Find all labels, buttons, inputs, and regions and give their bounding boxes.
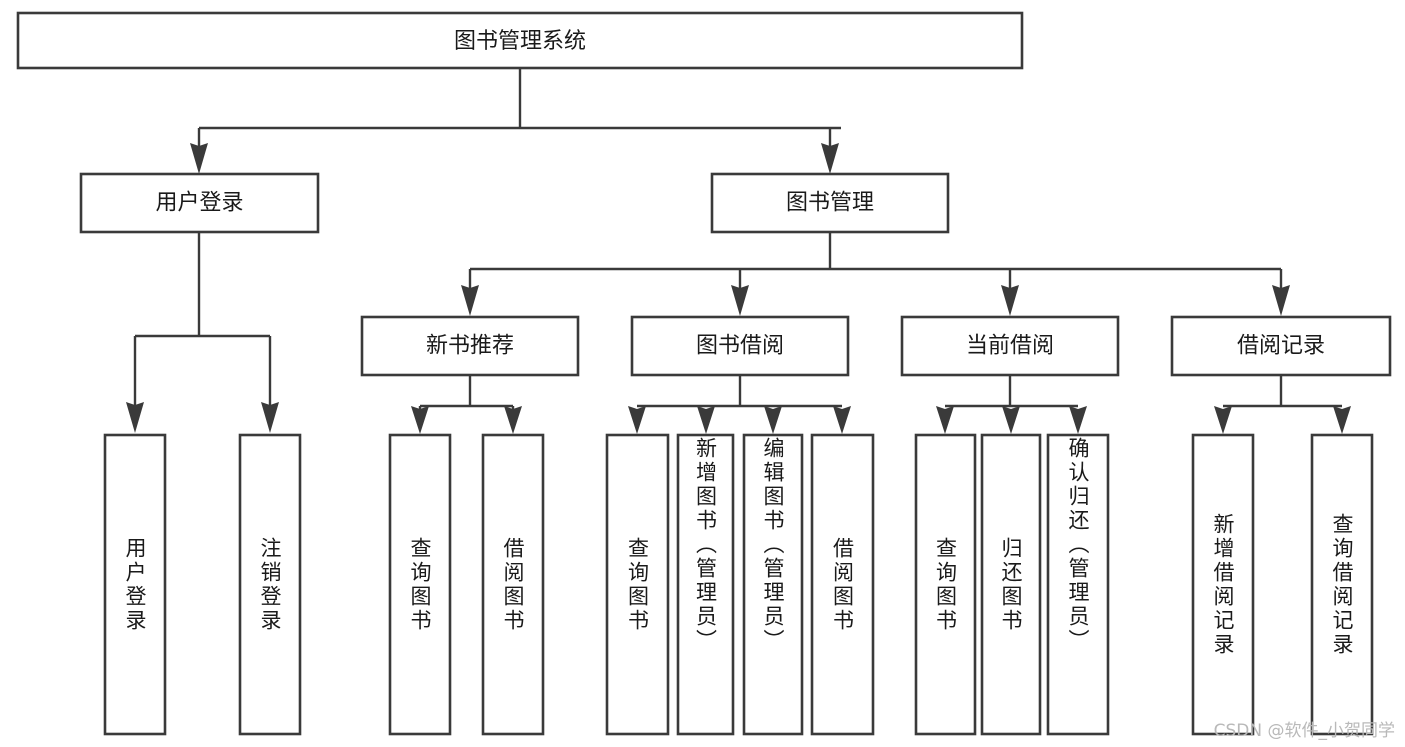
arrowhead-leaf-return-book <box>1002 406 1020 434</box>
node-leaf-user-logout-box[interactable] <box>238 433 302 736</box>
node-leaf-borrow-book-1-box[interactable] <box>481 433 545 736</box>
node-book-manage-label: 图书管理 <box>786 191 874 216</box>
node-leaf-query-record[interactable]: 查询借阅记录 <box>1310 433 1374 736</box>
arrowhead-leaf-add-book <box>697 406 715 434</box>
node-leaf-borrow-book-2-label: 借阅图书 <box>830 536 855 633</box>
node-current-borrow-box[interactable] <box>900 315 1120 377</box>
node-borrow-record[interactable]: 借阅记录 <box>1170 315 1392 377</box>
node-leaf-query-book-1-label: 查询图书 <box>408 536 432 633</box>
node-leaf-return-book[interactable]: 归还图书 <box>980 433 1042 736</box>
node-leaf-confirm-return-label: 确认归还（管理员） <box>1066 437 1090 653</box>
node-current-borrow-label: 当前借阅 <box>966 334 1054 359</box>
node-root[interactable]: 图书管理系统 <box>16 11 1024 70</box>
node-user-login[interactable]: 用户登录 <box>79 172 320 234</box>
node-book-manage-box[interactable] <box>710 172 950 234</box>
node-leaf-borrow-book-1-label: 借阅图书 <box>501 536 525 633</box>
edge-book-manage-to-level3 <box>461 232 1290 316</box>
node-new-book-rec[interactable]: 新书推荐 <box>360 315 580 377</box>
node-new-book-rec-label: 新书推荐 <box>426 334 514 359</box>
node-leaf-edit-book-label: 编辑图书（管理员） <box>761 437 785 653</box>
arrowhead-leaf-query-book-3 <box>936 406 954 434</box>
node-root-box[interactable] <box>16 11 1024 70</box>
edge-root-to-level2 <box>190 68 841 174</box>
node-leaf-borrow-book-1[interactable]: 借阅图书 <box>481 433 545 736</box>
arrowhead-new-book-rec <box>461 285 479 316</box>
node-leaf-query-book-2-box[interactable] <box>605 433 670 736</box>
node-user-login-label: 用户登录 <box>155 191 243 216</box>
node-book-manage[interactable]: 图书管理 <box>710 172 950 234</box>
node-book-borrow[interactable]: 图书借阅 <box>630 315 850 377</box>
arrowhead-leaf-add-record <box>1214 406 1232 434</box>
arrowhead-book-borrow <box>731 285 749 316</box>
arrowhead-leaf-user-logout <box>261 402 279 433</box>
node-book-borrow-box[interactable] <box>630 315 850 377</box>
node-book-borrow-label: 图书借阅 <box>696 334 784 359</box>
node-leaf-confirm-return[interactable]: 确认归还（管理员） <box>1046 433 1110 736</box>
arrowhead-user-login <box>190 143 208 174</box>
arrowhead-leaf-confirm-return <box>1069 406 1087 434</box>
node-leaf-query-record-box[interactable] <box>1310 433 1374 736</box>
edge-user-login-to-leaves <box>126 232 279 433</box>
arrowhead-leaf-query-book-1 <box>411 406 429 434</box>
node-leaf-user-login-box[interactable] <box>103 433 167 736</box>
node-leaf-query-book-3-label: 查询图书 <box>933 536 958 633</box>
node-leaf-user-login[interactable]: 用户登录 <box>103 433 167 736</box>
node-leaf-add-book[interactable]: 新增图书（管理员） <box>676 433 735 736</box>
node-leaf-query-book-3[interactable]: 查询图书 <box>914 433 977 736</box>
node-root-label: 图书管理系统 <box>454 29 586 54</box>
node-leaf-query-book-3-box[interactable] <box>914 433 977 736</box>
node-borrow-record-label: 借阅记录 <box>1237 334 1325 359</box>
arrowhead-leaf-edit-book <box>764 406 782 434</box>
arrowhead-leaf-query-record <box>1333 406 1351 434</box>
arrowhead-borrow-record <box>1272 285 1290 316</box>
node-leaf-user-login-label: 用户登录 <box>123 536 147 633</box>
node-leaf-edit-book-box[interactable] <box>742 433 804 736</box>
node-leaf-query-book-1-box[interactable] <box>388 433 452 736</box>
node-leaf-query-record-label: 查询借阅记录 <box>1330 512 1354 657</box>
edge-book-borrow-to-leaves <box>628 375 851 434</box>
node-new-book-rec-box[interactable] <box>360 315 580 377</box>
node-leaf-borrow-book-2[interactable]: 借阅图书 <box>810 433 875 736</box>
arrowhead-leaf-user-login <box>126 402 144 433</box>
node-leaf-add-book-box[interactable] <box>676 433 735 736</box>
node-leaf-user-logout-label: 注销登录 <box>258 536 282 633</box>
edge-new-book-rec-to-leaves <box>411 375 522 434</box>
node-leaf-return-book-label: 归还图书 <box>999 536 1023 633</box>
node-leaf-borrow-book-2-box[interactable] <box>810 433 875 736</box>
node-leaf-add-record-box[interactable] <box>1191 433 1255 736</box>
node-borrow-record-box[interactable] <box>1170 315 1392 377</box>
arrowhead-leaf-borrow-book-1 <box>504 406 522 434</box>
arrowhead-leaf-query-book-2 <box>628 406 646 434</box>
arrowhead-book-manage <box>821 143 839 174</box>
node-leaf-confirm-return-box[interactable] <box>1046 433 1110 736</box>
node-leaf-query-book-2-label: 查询图书 <box>625 536 650 633</box>
edge-current-borrow-to-leaves <box>936 375 1087 434</box>
node-leaf-user-logout[interactable]: 注销登录 <box>238 433 302 736</box>
arrowhead-leaf-borrow-book-2 <box>833 406 851 434</box>
node-leaf-add-book-label: 新增图书（管理员） <box>693 437 718 653</box>
edge-borrow-record-to-leaves <box>1214 375 1351 434</box>
node-leaf-add-record-label: 新增借阅记录 <box>1211 512 1235 657</box>
node-current-borrow[interactable]: 当前借阅 <box>900 315 1120 377</box>
node-leaf-query-book-2[interactable]: 查询图书 <box>605 433 670 736</box>
node-user-login-box[interactable] <box>79 172 320 234</box>
node-leaf-add-record[interactable]: 新增借阅记录 <box>1191 433 1255 736</box>
node-leaf-query-book-1[interactable]: 查询图书 <box>388 433 452 736</box>
node-leaf-return-book-box[interactable] <box>980 433 1042 736</box>
node-leaf-edit-book[interactable]: 编辑图书（管理员） <box>742 433 804 736</box>
arrowhead-current-borrow <box>1001 285 1019 316</box>
